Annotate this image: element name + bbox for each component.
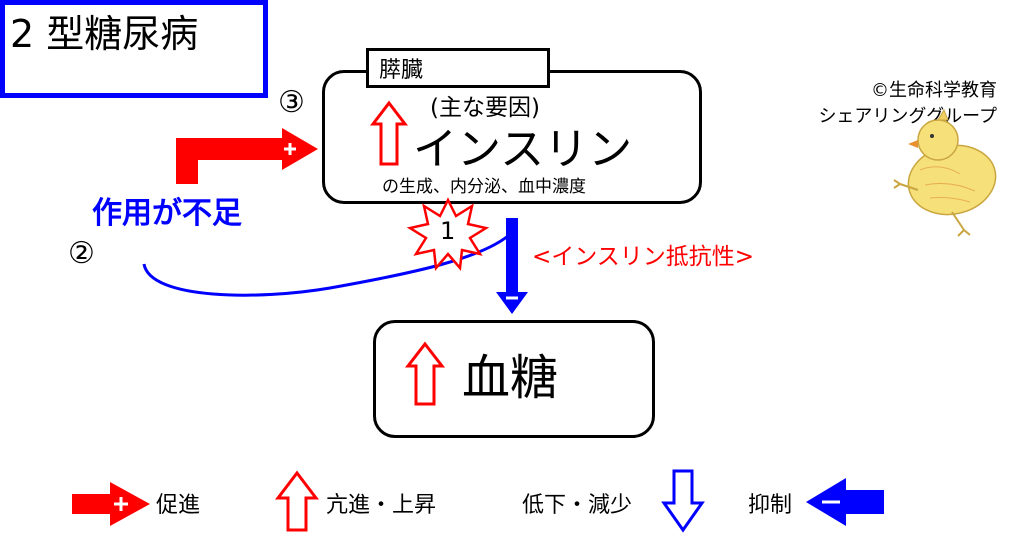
insulin-label: インスリン xyxy=(413,124,633,175)
insulin-detail: の生成、内分泌、血中濃度 xyxy=(382,177,586,197)
inhibit-arrow xyxy=(496,218,528,314)
credit: ©生命科学教育 シェアリンググループ xyxy=(818,78,997,130)
blood-sugar-label: 血糖 xyxy=(462,350,559,406)
increase-arrow-blood xyxy=(404,341,446,406)
legend-increase-label: 亢進・上昇 xyxy=(326,493,437,518)
legend-inhibit-arrow xyxy=(806,478,884,526)
resistance-curve xyxy=(142,234,509,297)
legend-decrease-arrow xyxy=(661,469,705,533)
chick-icon xyxy=(893,108,997,237)
legend-decrease-label: 低下・減少 xyxy=(522,493,633,518)
credit-line-1: ©生命科学教育 xyxy=(871,80,997,101)
marker-1: 1 xyxy=(440,217,456,245)
page-title: 2 型糖尿病 xyxy=(10,12,199,56)
deficit-box xyxy=(0,0,268,98)
insulin-resistance-label: <インスリン抵抗性> xyxy=(532,244,755,270)
increase-arrow-insulin xyxy=(369,100,409,166)
legend-promote-arrow xyxy=(72,482,150,526)
legend-promote-label: 促進 xyxy=(156,493,201,518)
legend-inhibit-label: 抑制 xyxy=(748,493,793,518)
main-factor-label: (主な要因) xyxy=(430,95,540,121)
legend-increase-arrow xyxy=(274,470,320,532)
explosion-star xyxy=(406,197,490,271)
deficit-label: 作用が不足 xyxy=(92,196,242,231)
credit-line-2: シェアリンググループ xyxy=(818,106,997,127)
marker-2: ② xyxy=(68,236,95,271)
promote-arrow xyxy=(176,128,318,184)
marker-3: ③ xyxy=(278,85,305,120)
pancreas-label: 膵臓 xyxy=(366,48,550,88)
